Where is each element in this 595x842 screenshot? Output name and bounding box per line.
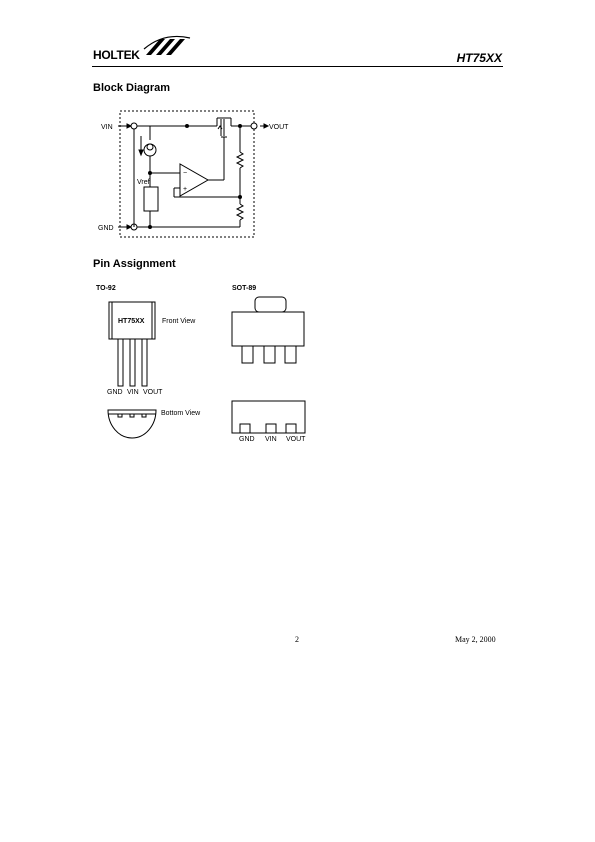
to92-lead-vin (129, 338, 136, 387)
sot89-pin-vout: VOUT (286, 436, 306, 443)
chip-boundary (119, 110, 255, 238)
holtek-logo-mark (143, 35, 191, 55)
sot89-package-drawing (231, 296, 306, 434)
to92-title: TO-92 (96, 285, 116, 292)
to92-pin-vin: VIN (127, 389, 139, 396)
sot89-bottom-pad-vout (285, 423, 297, 434)
gnd-label: GND (98, 225, 114, 232)
opamp-plus: + (183, 186, 187, 193)
to92-front-view-label: Front View (162, 318, 196, 325)
page-number: 2 (295, 635, 299, 644)
sot89-lead-vin (263, 345, 276, 364)
sot89-pin-vin: VIN (265, 436, 277, 443)
to92-pin-vout: VOUT (143, 389, 163, 396)
to92-part-label: HT75XX (118, 318, 145, 325)
opamp-minus: − (183, 170, 187, 177)
block-diagram-title: Block Diagram (93, 82, 171, 94)
block-diagram: VIN VOUT GND Vref − + (98, 110, 289, 238)
sot89-bottom-pad-vin (265, 423, 277, 434)
to92-bottom-view-label: Bottom View (161, 410, 201, 417)
sot89-lead-gnd (241, 345, 254, 364)
vref-block (143, 186, 159, 212)
document-code: HT75XX (456, 51, 502, 65)
pin-assignment-title: Pin Assignment (93, 258, 176, 270)
revision-date: May 2, 2000 (455, 635, 496, 644)
to92-pin-gnd: GND (107, 389, 123, 396)
brand-logo-text: HOLTEK (93, 48, 140, 62)
vout-label: VOUT (269, 124, 289, 131)
to92-package-drawing: HT75XX (107, 301, 157, 439)
to92-lead-gnd (117, 338, 124, 387)
to92-lead-vout (141, 338, 148, 387)
header-divider (92, 66, 503, 67)
sot89-bottom-pad-gnd (239, 423, 251, 434)
sot89-body (231, 311, 305, 347)
to92-bottom-view-outline (107, 409, 157, 439)
vout-pin-node (250, 122, 258, 130)
sot89-bottom-view-outline (231, 400, 306, 434)
vin-pin-node (130, 122, 138, 130)
error-amplifier-symbol (179, 163, 210, 197)
sot89-pin-gnd: GND (239, 436, 255, 443)
sot89-tab (254, 296, 287, 313)
vref-label: Vref (137, 179, 150, 186)
sot89-title: SOT-89 (232, 285, 257, 292)
sot89-lead-vout (284, 345, 297, 364)
vin-label: VIN (101, 124, 113, 131)
